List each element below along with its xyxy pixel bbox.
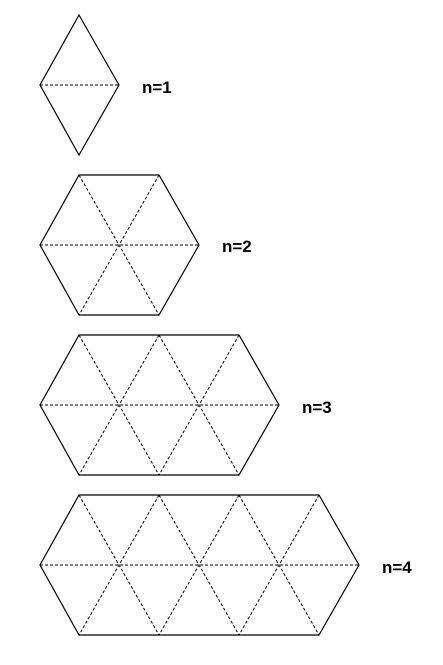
figure-n2: n=2 [39, 174, 252, 316]
figure-n1: n=1 [39, 13, 172, 157]
figure-n3: n=3 [39, 334, 332, 476]
figure-n3-dividers [40, 334, 279, 476]
figure-n1-outline [39, 13, 120, 157]
figure-n2-dividers [40, 174, 199, 316]
figure-n2-label: n=2 [222, 237, 252, 256]
figure-n3-label: n=3 [302, 398, 332, 417]
figure-n1-label: n=1 [142, 78, 172, 97]
figure-n4-dividers [40, 494, 359, 636]
figure-n4: n=4 [39, 494, 412, 636]
figure-n4-label: n=4 [382, 558, 412, 577]
